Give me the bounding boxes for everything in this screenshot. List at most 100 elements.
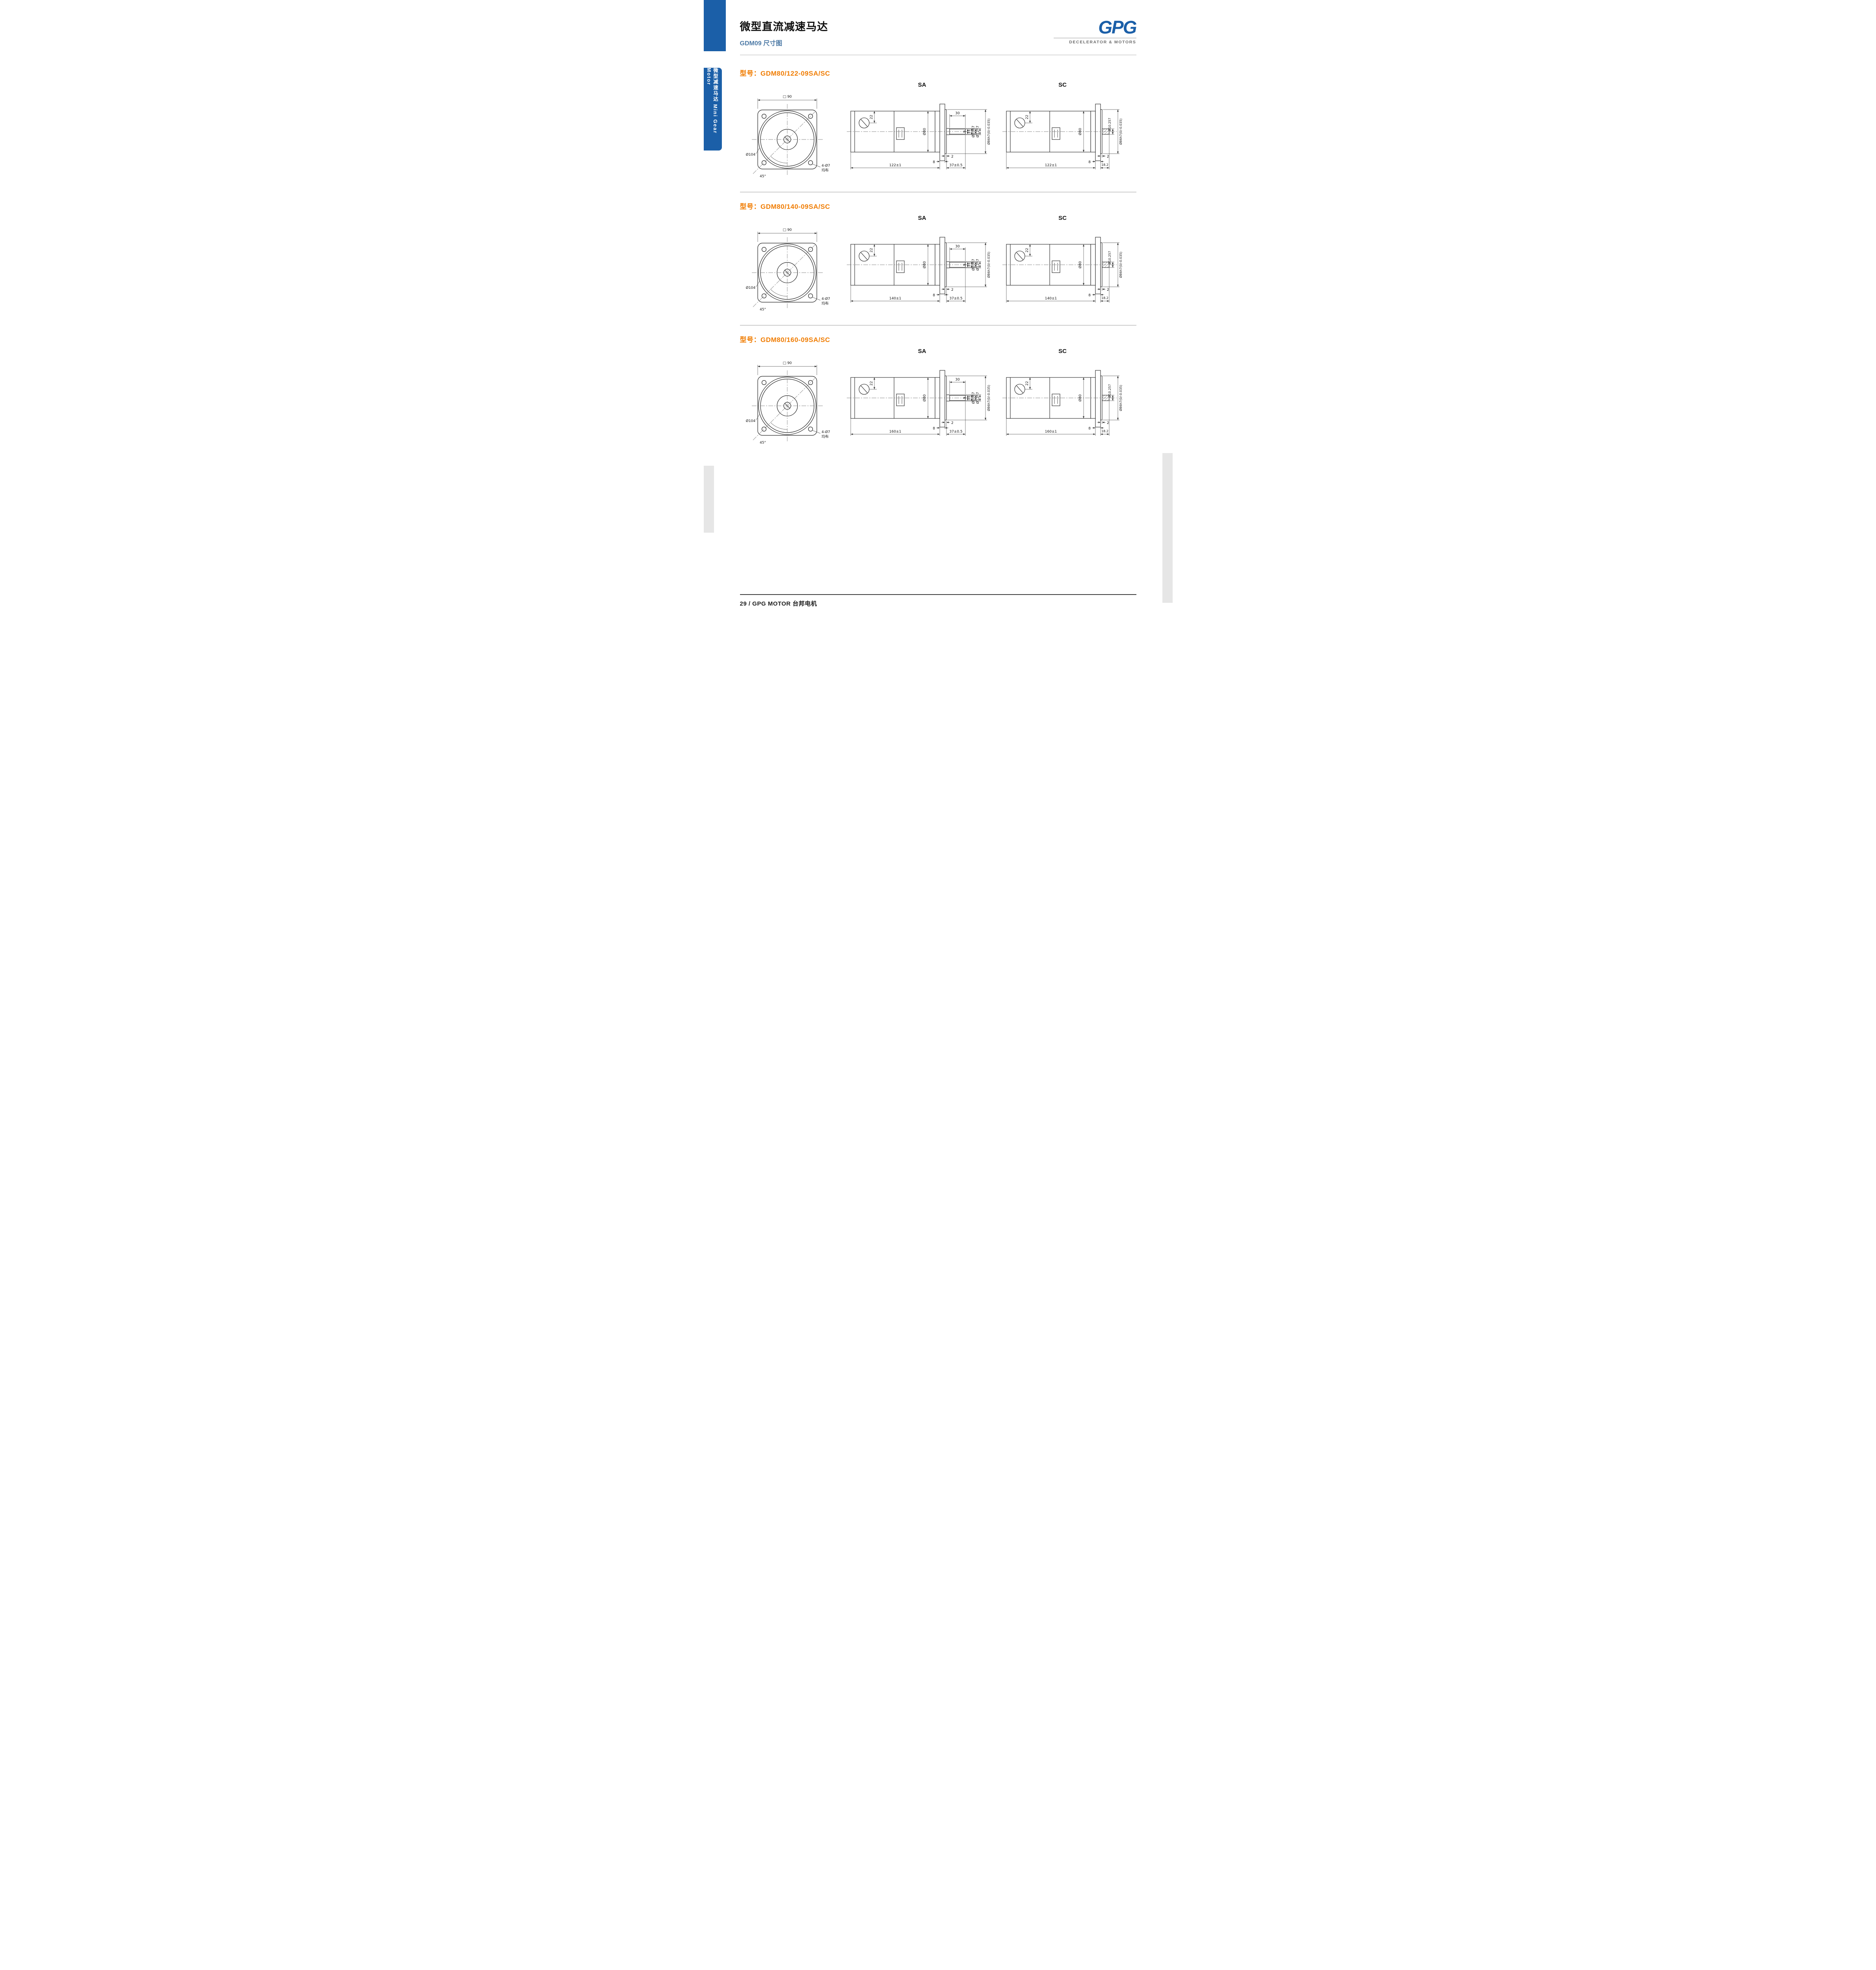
dim-label-shaft-len: 30 [955, 245, 960, 249]
model-section: 型号：GDM80/122-09SA/SC SA SC [740, 59, 1136, 192]
dim-label-flange-thk: 8 [1088, 427, 1091, 431]
dim-label-spigot-depth: 2 [951, 288, 954, 292]
variant-label-row: SA SC [740, 348, 1136, 355]
nameplate [1051, 260, 1060, 273]
dim-label-spigot-dia: Ø86h7(0/-0.035) [1119, 385, 1123, 411]
dim-label-holes-note: 均布 [822, 434, 829, 439]
motor-outline [850, 370, 966, 427]
dim-label-bore-dia: Ø10.257 [1108, 384, 1112, 398]
model-prefix: 型号： [740, 336, 760, 344]
dim-label-body-dia: Ø80 [922, 128, 927, 135]
dim-label-holes-note: 均布 [822, 168, 829, 173]
nameplate [896, 127, 905, 140]
dim-label-stub-len: 18.2 [1101, 429, 1108, 433]
dim-label-shaft-ext: 37±0.5 [949, 430, 962, 434]
dim-label-body-len: 160±1 [1045, 430, 1056, 434]
dimension-drawings: □ 90 Ø104 4-Ø7 均布 45° [740, 355, 1136, 447]
sc-side-view-drawing: 22 Ø80 2 8 122±1 18.2 Ø10.257 Ø86h7(0/-0… [1002, 104, 1123, 169]
dimension-lines [850, 109, 987, 169]
corner-accent-block [703, 0, 726, 51]
dim-label-body-dia: Ø80 [922, 394, 927, 401]
footer-page-info: 29 / GPG MOTOR 台邦电机 [740, 600, 817, 607]
dim-label-shaft-d1: Ø10h7 [971, 259, 976, 271]
variant-label-sa: SA [918, 348, 926, 355]
dim-label-body-dia: Ø80 [1078, 261, 1082, 268]
dim-label-shaft-d2: Ø12h7 [976, 259, 980, 271]
dim-label-body-len: 122±1 [1045, 164, 1056, 167]
motor-outline [850, 104, 966, 161]
dimension-lines [755, 365, 820, 434]
dim-label-shaft-len: 30 [955, 112, 960, 115]
brand-logo-tagline: DECELERATOR & MOTORS [1069, 39, 1136, 45]
dim-label-spigot-depth: 2 [1107, 421, 1109, 425]
dim-label-spigot-depth: 2 [1107, 155, 1109, 159]
model-title: 型号：GDM80/122-09SA/SC [740, 68, 1136, 78]
model-sections: 型号：GDM80/122-09SA/SC SA SC [740, 59, 1136, 458]
dim-label-stub-len: 18.2 [1101, 163, 1108, 167]
sa-side-view-drawing: 30 9 11 Ø10h7 Ø12h7 Ø86h7(0/-0.035) 22 Ø… [846, 370, 991, 436]
dim-label-angle: 45° [760, 175, 766, 178]
model-prefix: 型号： [740, 70, 760, 77]
variant-label-row: SA SC [740, 82, 1136, 88]
model-number: GDM80/122-09SA/SC [760, 70, 830, 77]
dim-label-holes: 4-Ø7 [822, 164, 830, 168]
dim-label-spigot-dia: Ø86h7(0/-0.035) [1119, 252, 1123, 278]
model-prefix: 型号： [740, 203, 760, 210]
dim-label-terminal-offset: 22 [870, 248, 874, 252]
model-title: 型号：GDM80/140-09SA/SC [740, 201, 1136, 211]
dimension-drawings: □ 90 Ø104 4-Ø7 均布 45° [740, 221, 1136, 314]
motor-outline [850, 237, 966, 294]
sc-side-view-drawing: 22 Ø80 2 8 140±1 18.2 Ø10.257 Ø86h7(0/-0… [1002, 237, 1123, 303]
nameplate [1051, 394, 1060, 406]
page-subtitle: GDM09 尺寸图 [740, 40, 783, 47]
brand-logo-mark: GPG [1098, 17, 1137, 37]
front-view-drawing: □ 90 Ø104 4-Ø7 均布 45° [746, 228, 830, 312]
dim-label-flange-thk: 8 [933, 160, 935, 164]
dim-label-flange-dia: Ø104 [746, 152, 755, 157]
footer-divider [740, 594, 1136, 595]
model-number: GDM80/140-09SA/SC [760, 203, 830, 210]
front-view-drawing: □ 90 Ø104 4-Ø7 均布 45° [746, 361, 830, 445]
dim-label-bore-dia: Ø10.257 [1108, 118, 1112, 131]
dimension-lines [755, 98, 820, 167]
dim-label-shaft-d1: Ø10h7 [971, 392, 976, 404]
dim-label-shaft-step: 11 [967, 129, 971, 134]
dim-label-spigot-depth: 2 [1107, 288, 1109, 292]
catalog-page: 微型减速马达 Mini Gear Motor 微型直流减速马达 GDM09 尺寸… [703, 0, 1173, 636]
sc-side-view-drawing: 22 Ø80 2 8 160±1 18.2 Ø10.257 Ø86h7(0/-0… [1002, 370, 1123, 436]
motor-outline [1006, 370, 1110, 427]
dim-label-body-dia: Ø80 [1078, 128, 1082, 135]
dim-label-spigot-depth: 2 [951, 421, 954, 425]
variant-label-row: SA SC [740, 215, 1136, 221]
page-edge-strip-right [1162, 453, 1173, 603]
dim-label-stub-len: 18.2 [1101, 296, 1108, 300]
page-title: 微型直流减速马达 [740, 21, 828, 33]
nameplate [896, 260, 905, 273]
dim-label-body-dia: Ø80 [922, 261, 927, 268]
dimension-lines [850, 375, 987, 436]
dim-label-terminal-offset: 22 [1025, 115, 1029, 119]
dim-label-angle: 45° [760, 441, 766, 445]
dim-label-terminal-offset: 22 [1025, 248, 1029, 252]
dimension-lines [1006, 242, 1119, 303]
dim-label-shaft-len: 30 [955, 378, 960, 382]
dim-label-body-len: 160±1 [889, 430, 901, 434]
dim-label-flange-thk: 8 [1088, 294, 1091, 297]
model-title: 型号：GDM80/160-09SA/SC [740, 334, 1136, 344]
dim-label-body-len: 122±1 [889, 164, 901, 167]
nameplate [896, 394, 905, 406]
dim-label-shaft-d2: Ø12h7 [976, 392, 980, 404]
dim-label-flange-thk: 8 [933, 427, 935, 431]
dim-label-square: □ 90 [783, 361, 792, 365]
dim-label-terminal-offset: 22 [1025, 381, 1029, 385]
dim-label-shaft-d1: Ø10h7 [971, 126, 976, 138]
motor-outline [1006, 237, 1110, 294]
dimension-lines [1006, 109, 1119, 169]
dim-label-spigot-depth: 2 [951, 155, 954, 159]
dim-label-shaft-flat: 9 [963, 397, 967, 399]
model-section: 型号：GDM80/140-09SA/SC SA SC [740, 192, 1136, 325]
dim-label-flange-thk: 8 [933, 294, 935, 297]
dim-label-flange-dia: Ø104 [746, 286, 755, 290]
dim-label-square: □ 90 [783, 95, 792, 99]
variant-label-sc: SC [1058, 215, 1067, 221]
